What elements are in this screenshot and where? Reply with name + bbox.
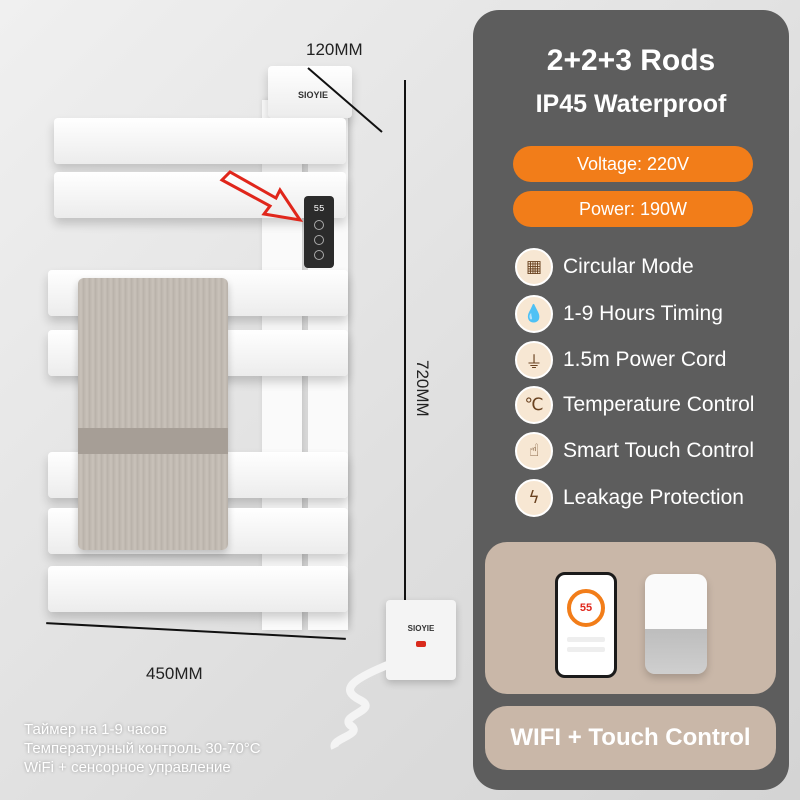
towel-rod [268,66,352,118]
feature-label: Smart Touch Control [563,439,755,462]
smartphone-image: 55 [555,572,617,678]
voltage-pill: Voltage: 220V [513,146,753,182]
phone-temperature-gauge: 55 [567,589,605,627]
mode-button [314,250,324,260]
power-pill: Power: 190W [513,191,753,227]
calendar-icon: ▦ [515,248,553,286]
ru-line: Температурный контроль 30-70°C [24,740,261,757]
towel-rod [48,566,348,612]
smart-speaker-image [645,574,707,674]
devices-box: 55 [485,542,776,694]
arrow-icon [219,170,304,223]
ru-line: WiFi + сенсорное управление [24,759,231,776]
brand-logo: SIOYIE [298,90,329,100]
dimension-top-line [307,67,383,133]
water-drop-icon: 💧 [515,295,553,333]
coiled-cord [330,660,392,750]
spec-panel: 2+2+3 Rods IP45 Waterproof Voltage: 220V… [473,10,789,790]
touch-hand-icon: ☝ [515,432,553,470]
wall-socket: SIOYIE [386,600,456,680]
timer-button [314,235,324,245]
feature-label: 1-9 Hours Timing [563,302,723,325]
socket-brand: SIOYIE [407,624,435,633]
towel [78,278,228,550]
wifi-touch-control-label: WIFI + Touch Control [485,706,776,770]
feature-label: 1.5m Power Cord [563,348,727,371]
towel-rod [54,118,346,164]
dimension-top-width: 120MM [306,40,363,59]
dimension-bottom-width: 450MM [146,664,203,683]
lightning-icon: ϟ [515,479,553,517]
display-reading: 55 [313,204,325,214]
plug-icon: ⏚ [515,341,553,379]
ru-line: Таймер на 1-9 часов [24,721,168,738]
feature-label: Temperature Control [563,393,755,416]
dimension-height: 720MM [413,360,432,417]
towel-rod [54,172,346,218]
control-panel: 55 [304,196,334,268]
celsius-icon: ℃ [515,386,553,424]
rods-title: 2+2+3 Rods [546,44,716,77]
power-button [314,220,324,230]
feature-label: Circular Mode [563,255,694,278]
russian-feature-text: Таймер на 1-9 часов Температурный контро… [24,720,261,777]
waterproof-title: IP45 Waterproof [535,90,727,118]
feature-timing: 💧 1-9 Hours Timing [515,295,723,333]
feature-touch: ☝ Smart Touch Control [515,432,754,470]
feature-label: Leakage Protection [563,486,744,509]
feature-power-cord: ⏚ 1.5m Power Cord [515,341,726,379]
feature-temperature: ℃ Temperature Control [515,386,754,424]
dimension-height-line [404,80,406,620]
feature-circular-mode: ▦ Circular Mode [515,248,694,286]
feature-leakage: ϟ Leakage Protection [515,479,744,517]
